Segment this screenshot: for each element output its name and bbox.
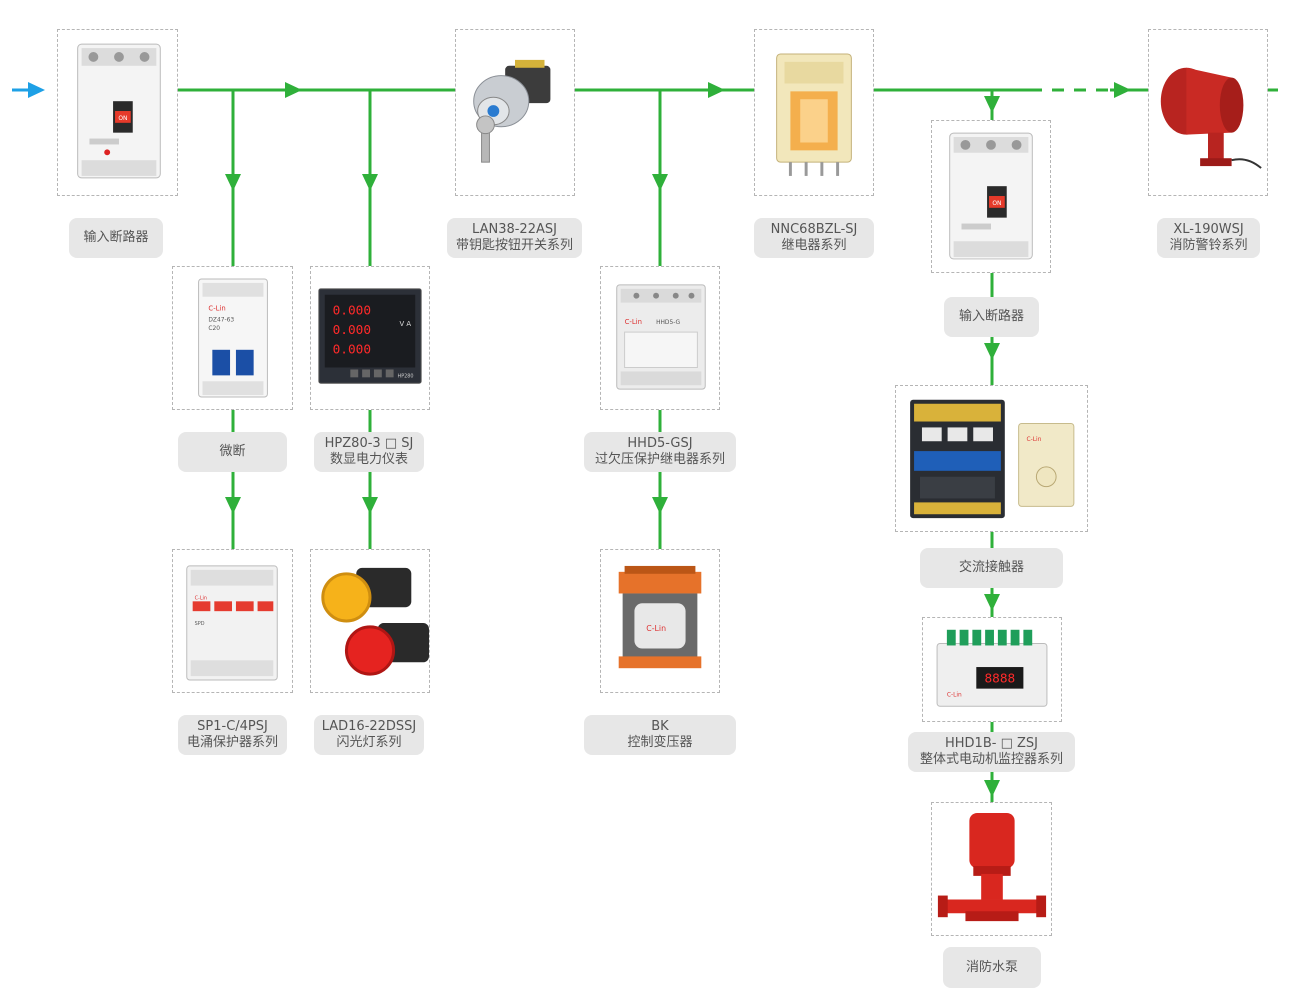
arrow-right-2 [708, 82, 725, 98]
label-lamp-line-2: 闪光灯系列 [336, 735, 402, 750]
label-lamp-line-1: LAD16-22DSSJ [321, 719, 417, 734]
label-meter-line-2: 数显电力仪表 [329, 452, 408, 467]
meter-unit-a: A [406, 320, 411, 328]
meter-readout-2: 0.000 [333, 323, 371, 338]
label-motor-monitor-line-1: HHD1B- □ ZSJ [945, 736, 1038, 751]
arrow-down-meter [362, 174, 378, 191]
label-breaker-main: 输入断路器 [69, 218, 163, 258]
label-breaker-pump-line-1: 输入断路器 [958, 309, 1024, 324]
arrow-down-pump [984, 780, 1000, 797]
circuit-breaker-icon: ON [949, 132, 1033, 260]
mcb-frame: C-Lin DZ47-63 C20 [172, 266, 293, 410]
miniature-breaker-icon: C-Lin DZ47-63 C20 [198, 278, 268, 398]
label-meter: HPZ80-3 □ SJ 数显电力仪表 [314, 432, 424, 472]
breaker-pump-frame: ON [931, 120, 1051, 273]
label-contactor-line-1: 交流接触器 [958, 560, 1024, 575]
arrow-down-protector [652, 174, 668, 191]
label-relay: NNC68BZL-SJ 继电器系列 [754, 218, 874, 258]
label-siren: XL-190WSJ 消防警铃系列 [1157, 218, 1260, 258]
siren-frame [1148, 29, 1268, 196]
surge-frame: C-Lin SPD [172, 549, 293, 693]
label-key-switch: LAN38-22ASJ 带钥匙按钮开关系列 [447, 218, 582, 258]
motor-monitor-frame: 8888 C-Lin [922, 617, 1062, 722]
meter-unit-v: V [400, 320, 405, 328]
meter-readout-1: 0.000 [333, 303, 371, 318]
surge-brand-text: C-Lin [195, 595, 207, 601]
label-protector-line-2: 过欠压保护继电器系列 [594, 452, 725, 467]
label-mcb-line-1: 微断 [219, 444, 246, 459]
label-motor-monitor-line-2: 整体式电动机监控器系列 [919, 752, 1063, 767]
label-pump: 消防水泵 [943, 947, 1041, 988]
label-relay-line-1: NNC68BZL-SJ [770, 222, 858, 237]
label-protector: HHD5-GSJ 过欠压保护继电器系列 [584, 432, 736, 472]
contactor-icon: C-Lin [910, 399, 1075, 519]
pump-frame [931, 802, 1052, 936]
transformer-icon: C-Lin [618, 565, 702, 669]
meter-model-text: HP280 [398, 373, 414, 379]
mcb-model-text: DZ47-63 [208, 317, 234, 323]
flash-lamp-icon [321, 567, 429, 676]
arrow-down-monitor [984, 594, 1000, 611]
label-surge-line-1: SP1-C/4PSJ [197, 719, 268, 734]
arrow-right-1 [285, 82, 302, 98]
breaker-on-text: ON [118, 116, 127, 122]
arrow-right-3 [1114, 82, 1131, 98]
circuit-breaker-icon: ON [77, 43, 161, 179]
label-mcb: 微断 [178, 432, 287, 472]
voltage-protector-icon: C-Lin HHD5-G [616, 284, 706, 390]
input-arrow [28, 82, 45, 98]
label-pump-line-1: 消防水泵 [965, 959, 1018, 975]
breaker-main-frame: ON [57, 29, 178, 196]
transformer-frame: C-Lin [600, 549, 720, 693]
mcb-rating-text: C20 [208, 326, 220, 332]
fire-pump-icon [937, 812, 1047, 922]
arrow-down-breaker2 [984, 96, 1000, 113]
monitor-readout: 8888 [984, 672, 1015, 687]
meter-readout-3: 0.000 [333, 343, 371, 358]
surge-model-text: SPD [195, 621, 205, 627]
arrow-down-mcb [225, 174, 241, 191]
label-key-switch-line-2: 带钥匙按钮开关系列 [455, 238, 573, 253]
arrow-down-lamp [362, 497, 378, 514]
relay-frame [754, 29, 874, 196]
arrow-down-transformer [652, 497, 668, 514]
label-surge-line-2: 电涌保护器系列 [186, 735, 278, 750]
label-lamp: LAD16-22DSSJ 闪光灯系列 [314, 715, 424, 755]
label-siren-line-2: 消防警铃系列 [1169, 238, 1248, 253]
arrow-down-contactor [984, 343, 1000, 360]
label-transformer-line-2: 控制变压器 [627, 735, 693, 750]
label-transformer: BK 控制变压器 [584, 715, 736, 755]
digital-meter-icon: 0.000 0.000 0.000 V A HP280 [318, 288, 422, 384]
label-breaker-main-line-1: 输入断路器 [83, 230, 149, 245]
label-meter-line-1: HPZ80-3 □ SJ [324, 436, 414, 451]
meter-frame: 0.000 0.000 0.000 V A HP280 [310, 266, 430, 410]
key-switch-frame [455, 29, 575, 196]
label-contactor: 交流接触器 [920, 548, 1063, 588]
label-key-switch-line-1: LAN38-22ASJ [472, 222, 557, 237]
mcb-brand-text: C-Lin [208, 304, 225, 312]
contactor-frame: C-Lin [895, 385, 1088, 532]
key-switch-icon [473, 59, 551, 163]
label-transformer-line-1: BK [651, 719, 669, 734]
label-relay-line-2: 继电器系列 [781, 238, 847, 253]
protector-brand-text: C-Lin [625, 318, 642, 326]
surge-protector-icon: C-Lin SPD [186, 565, 278, 681]
fire-siren-icon [1160, 67, 1262, 169]
label-breaker-pump: 输入断路器 [944, 297, 1039, 337]
label-motor-monitor: HHD1B- □ ZSJ 整体式电动机监控器系列 [908, 732, 1075, 772]
arrow-down-surge [225, 497, 241, 514]
protector-frame: C-Lin HHD5-G [600, 266, 720, 410]
breaker-on-text: ON [992, 201, 1001, 207]
label-surge: SP1-C/4PSJ 电涌保护器系列 [178, 715, 287, 755]
label-protector-line-1: HHD5-GSJ [627, 436, 693, 451]
motor-monitor-icon: 8888 C-Lin [936, 629, 1048, 707]
label-siren-line-1: XL-190WSJ [1173, 222, 1244, 237]
transformer-brand-text: C-Lin [646, 624, 666, 633]
relay-icon [776, 53, 852, 176]
lamp-frame [310, 549, 430, 693]
timer-brand-text: C-Lin [1027, 437, 1042, 443]
monitor-brand-text: C-Lin [947, 692, 962, 698]
protector-model-text: HHD5-G [656, 320, 680, 326]
